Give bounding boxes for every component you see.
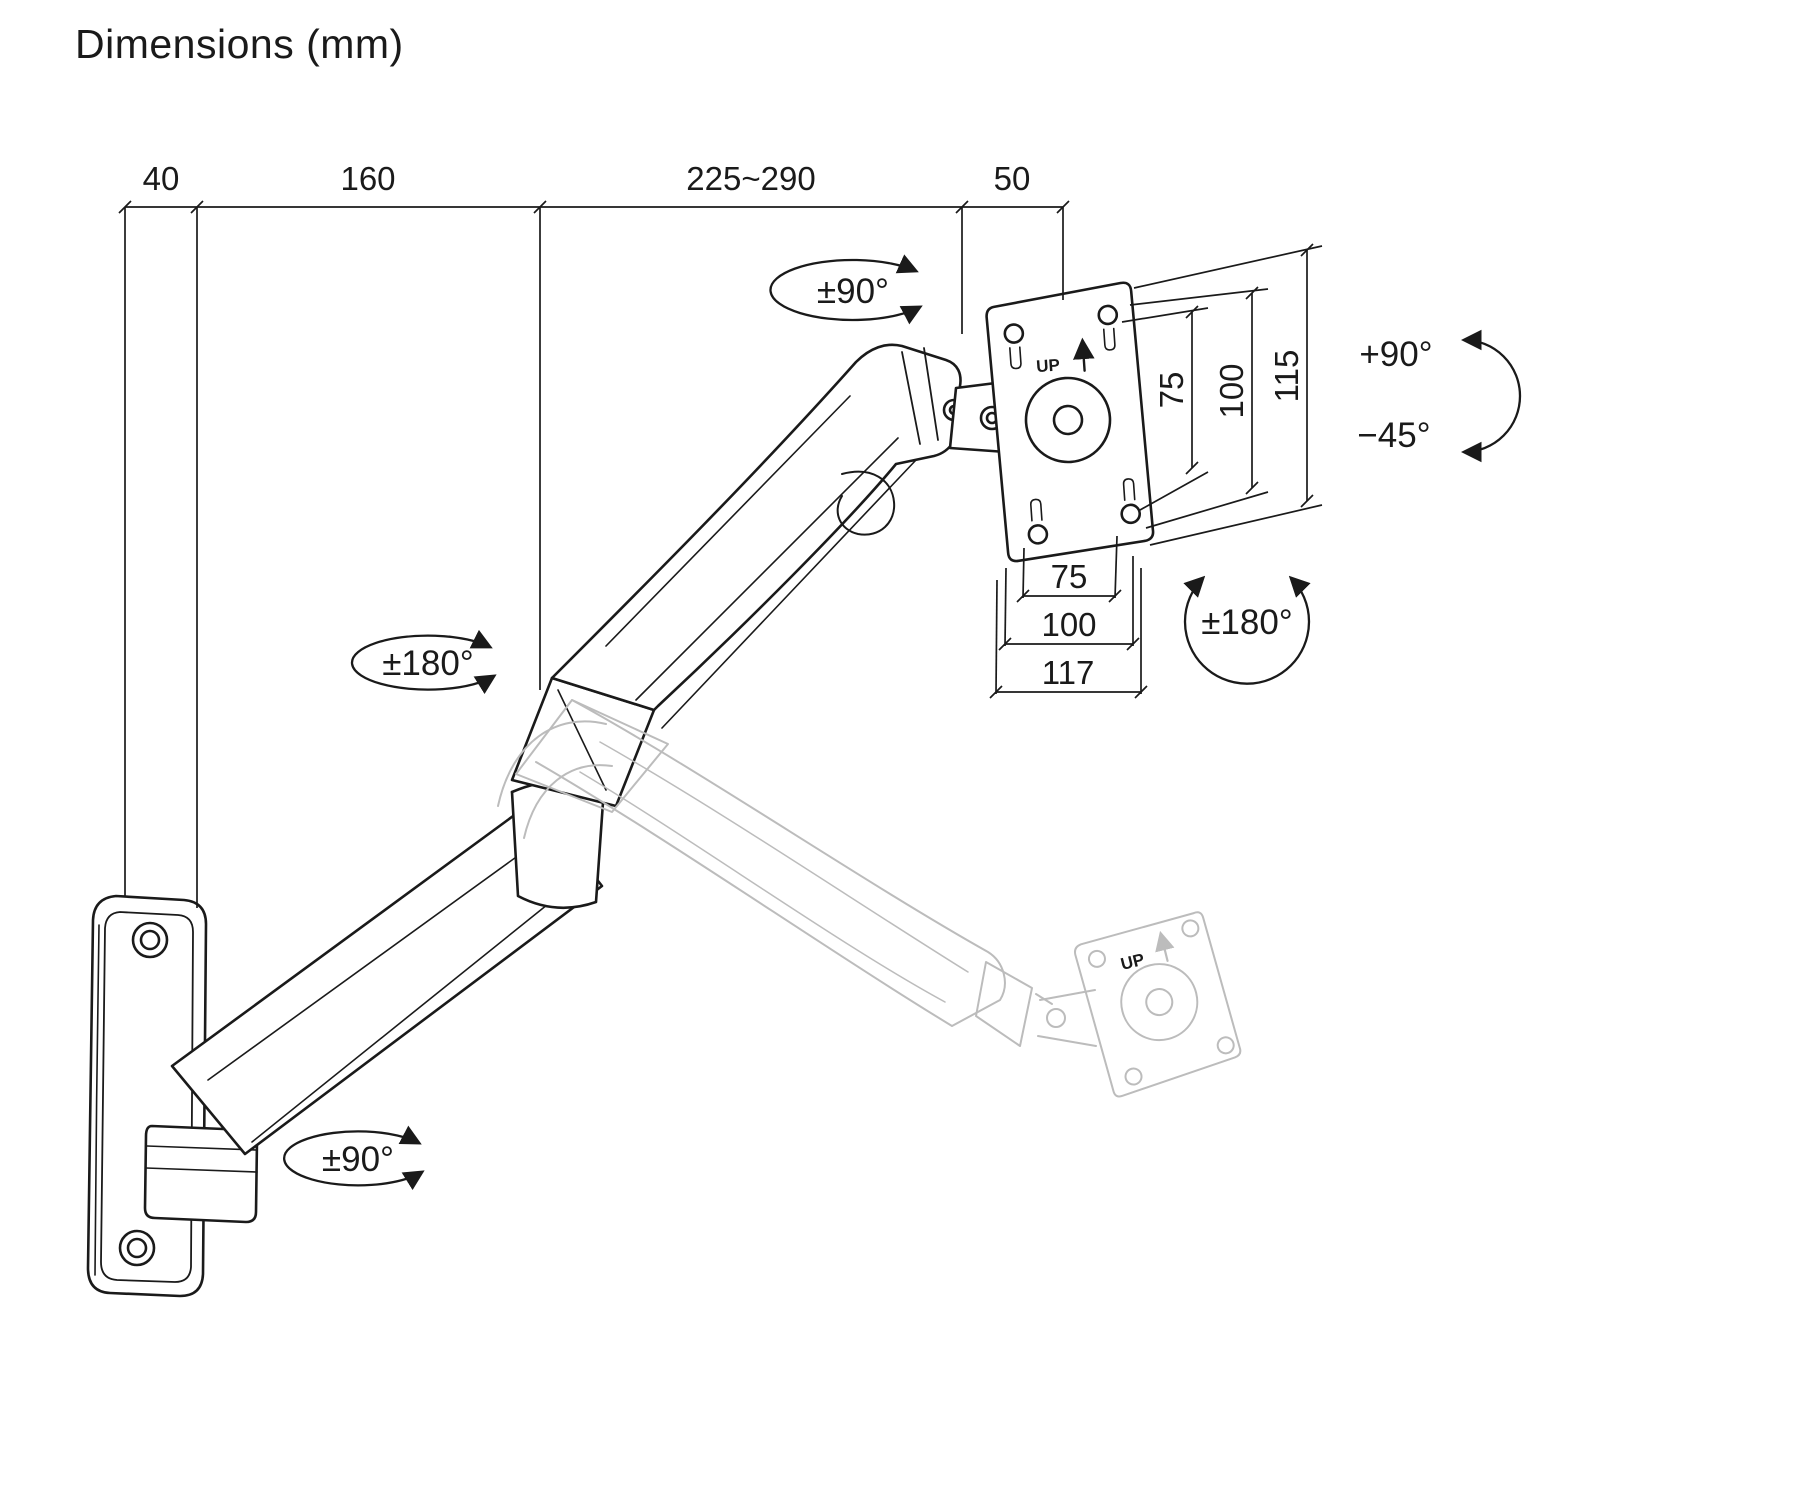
ext-75h-right <box>1114 535 1118 599</box>
ext-75v-bottom <box>1139 471 1209 511</box>
base-swivel-label: ±90° <box>322 1140 394 1179</box>
ghost-vesa-hole-br <box>1216 1036 1235 1055</box>
tilt-up-label: +90° <box>1359 335 1432 374</box>
page-title: Dimensions (mm) <box>75 21 404 67</box>
ghost-shell-cone <box>515 699 669 813</box>
vesa-hole-tr <box>1097 304 1119 326</box>
ghost-vesa-hole-tl <box>1087 949 1106 968</box>
ghost-head-pin <box>1046 1008 1066 1028</box>
top-dimension-chain <box>118 200 1070 908</box>
elbow-rotation-arrow <box>350 629 497 695</box>
base-swivel-barrel-lines <box>145 1145 258 1173</box>
dim-label-225-290: 225~290 <box>686 160 815 197</box>
vesa-hole-bl <box>1027 524 1049 545</box>
ghost-vesa-hole-bl <box>1124 1067 1143 1086</box>
wall-screw-hole-top-inner <box>139 929 161 951</box>
vesa-up-arrow-icon <box>1073 337 1095 372</box>
vesa-slot-tr <box>1102 327 1116 351</box>
ghost-vesa-hole-tr <box>1181 919 1200 938</box>
ticks-100h <box>998 637 1140 651</box>
elbow-joint <box>510 786 606 910</box>
lower-arm-outline <box>170 798 604 1156</box>
ghost-vesa-up-label: UP <box>1119 950 1147 974</box>
vesa-plate: UP <box>985 281 1155 563</box>
vesa-hole-tl <box>1003 323 1025 344</box>
mount-arm-black-view: UP <box>86 281 1155 1298</box>
tilt-down-label: −45° <box>1357 416 1430 455</box>
dim-label-160: 160 <box>340 160 395 197</box>
ghost-upper-arm-outline <box>535 699 1006 1027</box>
ext-115v-bottom <box>1149 504 1323 546</box>
ext-100v-top <box>1129 288 1269 306</box>
plate-rotation-label: ±180° <box>1201 603 1293 642</box>
ghost-vesa-outline <box>1074 911 1242 1098</box>
vesa-slot-tl <box>1009 346 1022 370</box>
dim-label-50: 50 <box>994 160 1031 197</box>
ext-117h-left <box>995 579 998 695</box>
cable-hook <box>836 470 896 536</box>
vesa-vertical-dimensions <box>1121 243 1323 546</box>
vesa-hole-br <box>1120 503 1141 525</box>
ext-100v-bottom <box>1145 491 1269 529</box>
ghost-gas-spring-lines <box>579 741 969 1003</box>
dim-label-75-horizontal: 75 <box>1051 558 1088 595</box>
dim-label-40: 40 <box>143 160 180 197</box>
wall-plate-edge-line <box>94 924 100 1276</box>
ghost-elbow-arcs <box>497 720 613 839</box>
dim-label-117-horizontal: 117 <box>1042 654 1095 691</box>
base-swivel-arrow <box>283 1125 425 1191</box>
vesa-slot-br <box>1122 478 1136 502</box>
plate-rotation-arrow <box>1183 575 1311 685</box>
dim-label-75-vertical: 75 <box>1153 372 1190 409</box>
vesa-slot-bl <box>1030 498 1043 522</box>
ghost-vesa-center-boss <box>1120 963 1199 1042</box>
ext-100h-left <box>1004 567 1007 647</box>
ghost-vesa-center-hole <box>1145 988 1174 1017</box>
ext-75h-left <box>1022 547 1025 599</box>
vesa-up-label: UP <box>1036 355 1061 376</box>
vesa-center-hole <box>1052 404 1084 436</box>
dim-label-115-vertical: 115 <box>1268 350 1305 403</box>
rotation-annotations <box>283 254 1522 1191</box>
ghost-head-clevis <box>975 961 1053 1047</box>
head-swivel-arrow <box>769 254 923 325</box>
ext-115v-top <box>1133 245 1323 289</box>
elbow-rotation-label: ±180° <box>382 644 474 683</box>
lower-arm-detail-lines <box>207 833 589 1143</box>
head-swivel-label: ±90° <box>817 272 889 311</box>
wall-screw-hole-bottom-inner <box>126 1237 148 1259</box>
upper-arm-outline <box>550 343 962 712</box>
ghost-vesa-up-arrow-icon <box>1155 930 1175 962</box>
ticks-115v <box>1300 243 1314 508</box>
mount-arm-ghost-view: UP <box>497 699 1242 1098</box>
ticks-75h <box>1016 589 1122 603</box>
vesa-horizontal-dimensions <box>989 535 1148 699</box>
dim-label-100-vertical: 100 <box>1213 363 1250 418</box>
ticks-100v <box>1245 286 1259 495</box>
ghost-vesa-plate: UP <box>1074 911 1242 1098</box>
ticks-75v <box>1185 305 1199 475</box>
tilt-arrow <box>1460 329 1522 463</box>
gas-spring-lines <box>605 395 917 729</box>
ticks-117h <box>989 685 1148 699</box>
dim-label-100-horizontal: 100 <box>1041 606 1096 643</box>
wall-plate-inner-outline <box>100 911 194 1283</box>
head-clevis-lines <box>901 347 939 445</box>
